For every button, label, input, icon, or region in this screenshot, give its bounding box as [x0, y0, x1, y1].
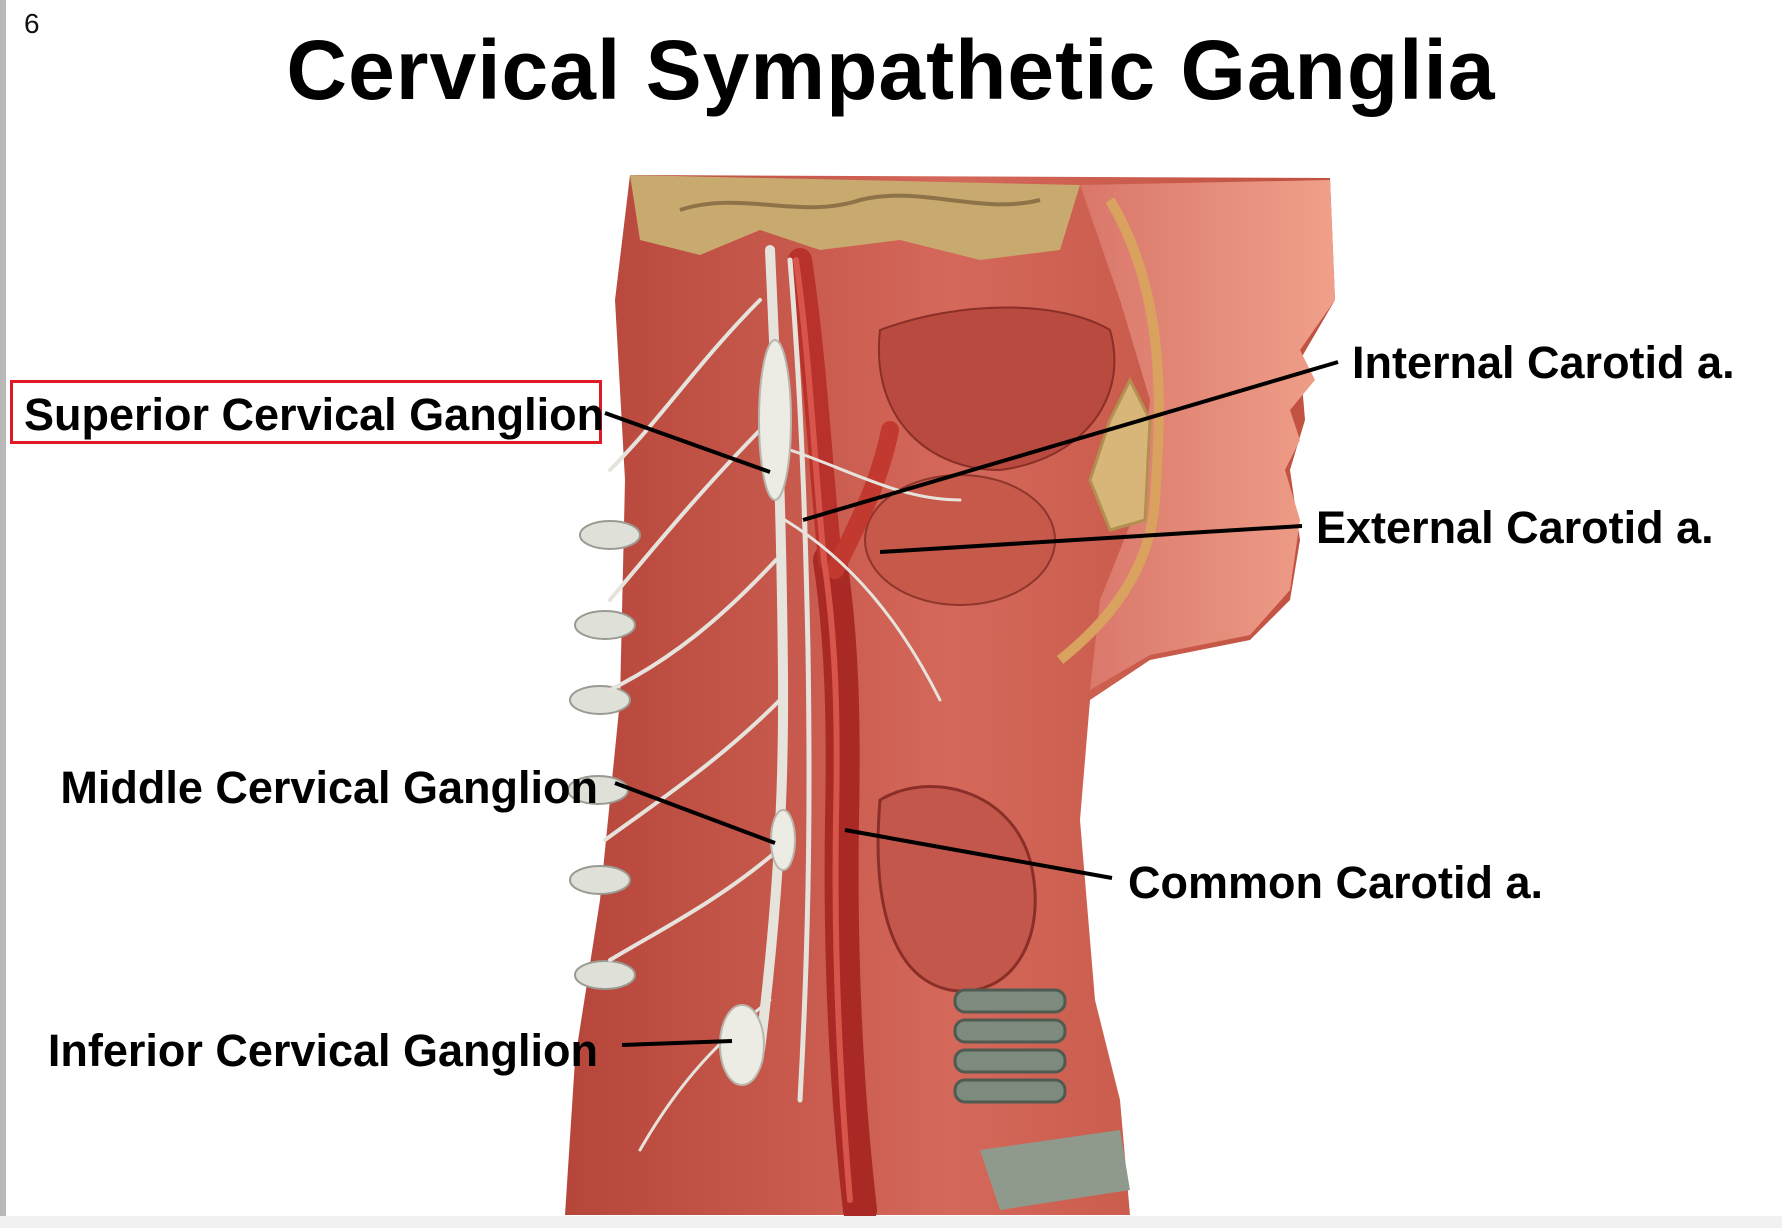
clavicle-bone: [980, 1130, 1130, 1210]
label-external-carotid: External Carotid a.: [1316, 502, 1714, 553]
ganglia: [719, 339, 796, 1086]
artery-highlight: [793, 257, 853, 1203]
label-superior-cervical-ganglion: Superior Cervical Ganglion: [24, 389, 605, 440]
common-carotid-artery: [813, 543, 877, 1227]
leader-lines: [604, 360, 1339, 1047]
leader-inferior: [621, 1039, 733, 1047]
superior-ganglion-highlight-box: [10, 380, 602, 444]
page-number: 6: [24, 8, 40, 39]
mandible-bone: [1088, 376, 1152, 532]
leader-superior: [604, 411, 771, 474]
trachea: [953, 988, 1067, 1104]
inferior-ganglion-shape: [719, 1004, 765, 1086]
label-middle-cervical-ganglion: Middle Cervical Ganglion: [60, 762, 598, 813]
leader-common: [844, 828, 1113, 880]
bottom-strip: [0, 1216, 1782, 1228]
label-inferior-cervical-ganglion: Inferior Cervical Ganglion: [47, 1025, 598, 1076]
jaw-outline: [1056, 197, 1164, 664]
leader-external: [879, 524, 1303, 554]
label-common-carotid: Common Carotid a.: [1128, 857, 1544, 908]
leader-middle: [614, 781, 776, 845]
slide-title: Cervical Sympathetic Ganglia: [286, 23, 1496, 117]
leader-internal: [802, 360, 1339, 522]
skull-base: [630, 175, 1080, 260]
superior-ganglion-shape: [758, 339, 792, 501]
label-internal-carotid: Internal Carotid a.: [1352, 337, 1735, 388]
internal-carotid-artery: [788, 248, 842, 572]
left-edge-rule: [0, 0, 6, 1228]
thyroid-gland: [876, 785, 1037, 993]
middle-ganglion-shape: [770, 809, 796, 871]
tongue-muscle: [877, 306, 1116, 472]
skull-base-detail: [679, 193, 1041, 212]
